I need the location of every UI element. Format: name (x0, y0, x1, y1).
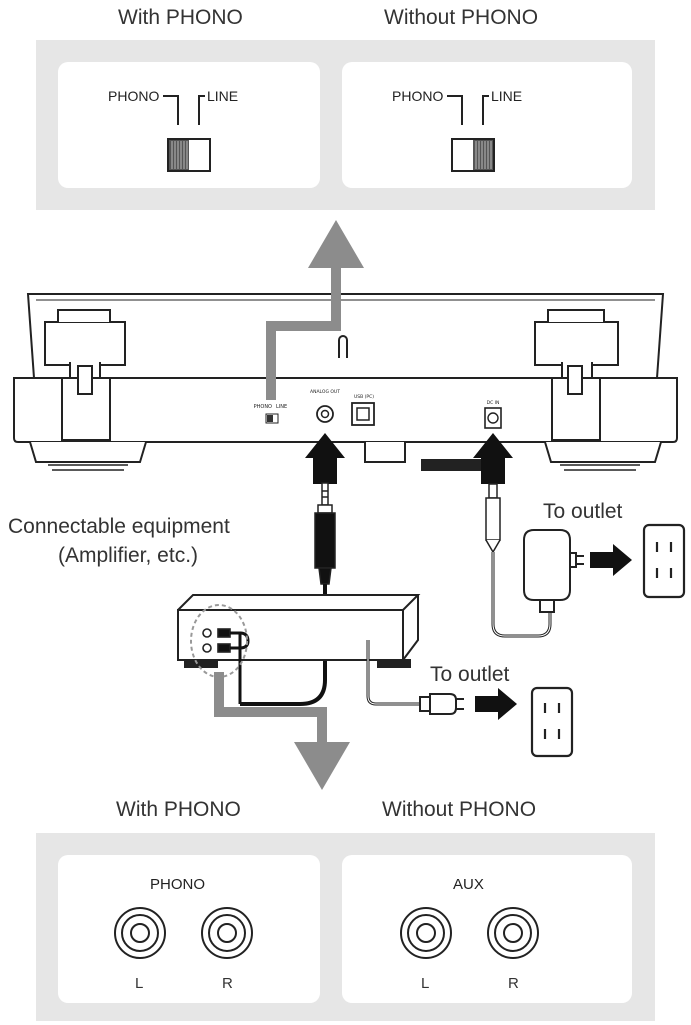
usb-port: USB (PC) (351, 394, 375, 426)
amplifier-rca-jacks (202, 628, 242, 704)
bottom-right-r-label: R (508, 975, 519, 992)
top-heading-with-phono: With PHONO (118, 6, 243, 29)
equipment-label-line2: (Amplifier, etc.) (58, 544, 199, 567)
top-left-phono-label: PHONO (108, 88, 160, 104)
black-arrow-analog-out (305, 433, 345, 484)
gray-down-arrow (214, 672, 350, 790)
dc-plug (485, 483, 501, 554)
gray-up-arrow (266, 220, 364, 400)
to-outlet-label-adapter: To outlet (543, 500, 623, 523)
ac-adapter (523, 529, 584, 613)
dc-in-text: DC IN (487, 400, 500, 406)
rear-switch-line-text: LINE (276, 404, 287, 410)
bottom-right-title: AUX (453, 876, 484, 893)
top-left-switch-icon (167, 138, 211, 172)
wall-outlet-adapter (642, 523, 686, 599)
rca-jack-aux-l (400, 907, 452, 959)
black-arrow-dc-in (473, 433, 513, 484)
top-right-line-label: LINE (491, 88, 523, 104)
top-left-line-label: LINE (207, 88, 239, 104)
equipment-label-line1: Connectable equipment (8, 515, 230, 538)
analog-out-text: ANALOG OUT (310, 389, 340, 395)
amp-power-plug (419, 693, 464, 715)
bottom-left-panel (58, 855, 320, 1003)
rca-jack-phono-r (201, 907, 253, 959)
stereo-mini-plug (314, 482, 336, 585)
bottom-heading-with-phono: With PHONO (116, 798, 241, 821)
usb-text: USB (PC) (354, 394, 374, 400)
top-right-switch-bracket (447, 95, 489, 125)
amplifier-box (177, 594, 421, 668)
bottom-left-r-label: R (222, 975, 233, 992)
turntable-body (13, 365, 678, 471)
bottom-right-l-label: L (421, 975, 430, 992)
top-right-phono-label: PHONO (392, 88, 444, 104)
top-right-switch-icon (451, 138, 495, 172)
black-arrow-amp-outlet (475, 688, 517, 720)
dc-in-jack: DC IN (484, 400, 502, 429)
bottom-heading-without-phono: Without PHONO (382, 798, 537, 821)
wall-outlet-amplifier (530, 686, 574, 758)
rca-jack-phono-l (114, 907, 166, 959)
analog-cable (240, 584, 327, 706)
analog-out-jack: ANALOG OUT (310, 389, 340, 423)
bottom-left-title: PHONO (150, 876, 206, 893)
rca-jack-aux-r (487, 907, 539, 959)
bottom-left-l-label: L (135, 975, 144, 992)
black-arrow-adapter-outlet (590, 544, 632, 576)
top-heading-without-phono: Without PHONO (384, 6, 539, 29)
to-outlet-label-amplifier: To outlet (430, 663, 510, 686)
turntable-feet (48, 464, 640, 471)
top-left-switch-bracket (163, 95, 205, 125)
rear-switch-phono-text: PHONO (254, 404, 272, 410)
rear-phono-line-switch: PHONO LINE (254, 404, 287, 424)
bottom-right-panel (342, 855, 632, 1003)
